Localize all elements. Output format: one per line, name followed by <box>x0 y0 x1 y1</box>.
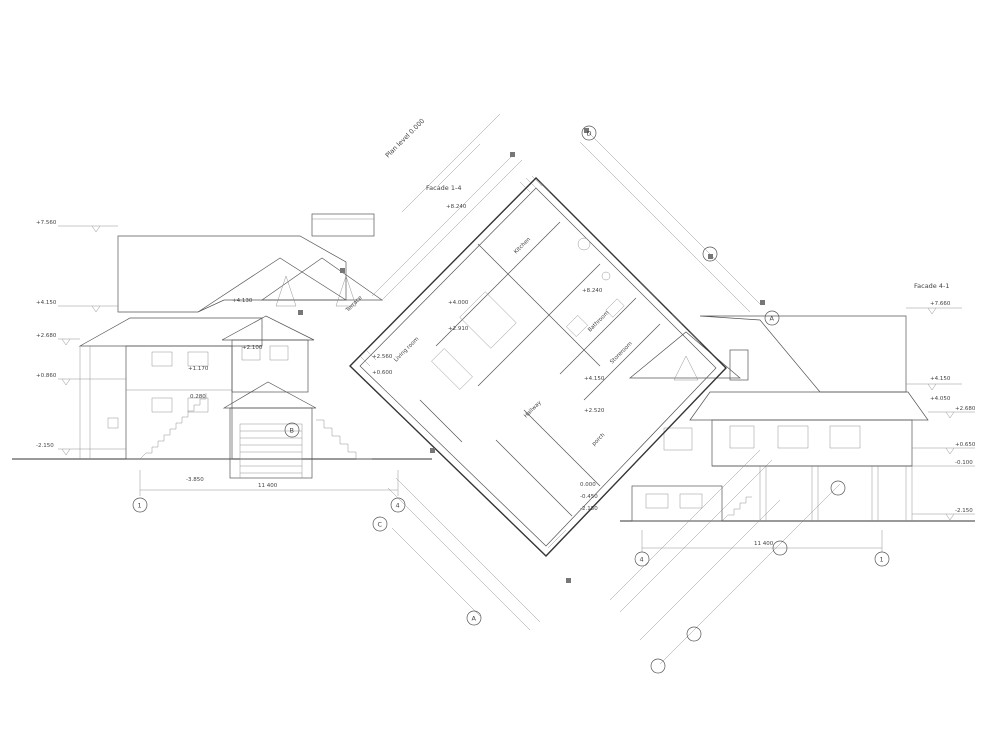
left-mid-gable <box>221 315 315 341</box>
plan-tick-marks <box>298 128 765 583</box>
left-window-2 <box>187 351 209 367</box>
plan-level-l4: +0.600 <box>372 370 393 376</box>
level-m3850: -3.850 <box>186 477 204 483</box>
level-4130: +4.130 <box>232 298 253 304</box>
level-m2150: -2.150 <box>36 443 54 449</box>
axis-bubble-left-1 <box>132 497 148 513</box>
facade-left-title: Facade 1-4 <box>426 184 462 192</box>
plan-dimensions <box>371 113 841 665</box>
level-r-4050: +4.050 <box>930 396 951 402</box>
axis-label-right-1: 1 <box>880 556 884 564</box>
level-r-m2150: -2.150 <box>955 508 973 514</box>
left-window-1 <box>151 351 173 367</box>
level-0860: +0.860 <box>36 373 57 379</box>
axis-label-right-4: 4 <box>640 556 644 564</box>
level-4150: +4.150 <box>36 300 57 306</box>
floor-plan: D A A C B Plan level 0.000 Facade 1-4 Ki… <box>284 113 846 674</box>
right-porch-roof <box>689 391 929 421</box>
level-r-7660: +7.660 <box>930 301 951 307</box>
right-window-1 <box>729 425 755 449</box>
left-wall-body <box>125 345 233 460</box>
right-wall-body <box>711 419 913 467</box>
room-bathroom: Bathroom <box>587 310 610 333</box>
plan-inner-wall <box>359 187 717 547</box>
axis-label-left-4: 4 <box>396 502 400 510</box>
plan-title: Plan level 0.000 <box>384 117 426 159</box>
level-r-2680: +2.680 <box>955 406 976 412</box>
plan-axis-label-c: C <box>378 521 383 529</box>
plan-axis-bubble-b <box>284 422 300 438</box>
plan-level-r2: +4.150 <box>584 376 605 382</box>
plan-level-l2: +2.910 <box>448 326 469 332</box>
plan-axis-label-d: D <box>587 130 592 138</box>
left-garage-door <box>239 423 303 479</box>
level-0280: 0.280 <box>190 394 206 400</box>
level-r-0650: +0.650 <box>955 442 976 448</box>
plan-hatching <box>359 175 701 549</box>
left-level-markers: +7.560 +4.150 +2.680 +0.860 -2.150 +4.13… <box>36 220 263 483</box>
room-living: Living room <box>393 336 420 363</box>
axis-bubble-right-1 <box>874 551 890 567</box>
left-porch-roof <box>78 317 263 347</box>
level-7560: +7.560 <box>36 220 57 226</box>
plan-outer-wall <box>349 177 727 557</box>
level-2100: +2.100 <box>242 345 263 351</box>
room-porch: porch <box>591 432 607 448</box>
right-level-markers: +7.660 +4.150 +4.050 +2.680 +0.650 -0.10… <box>906 301 976 521</box>
plan-axis-label-a-bottom: A <box>472 615 477 623</box>
plan-level-b1: 0.000 <box>580 482 596 488</box>
level-r-m0100: -0.100 <box>955 460 973 466</box>
plan-level-l1: +4.000 <box>448 300 469 306</box>
room-terrace: Terrace <box>344 295 364 315</box>
left-vent <box>107 417 119 429</box>
room-hallway: Hallway <box>523 399 543 419</box>
plan-axis-bubble-d <box>581 125 597 141</box>
room-storeroom: Storeroom <box>609 341 634 366</box>
left-stair <box>139 393 207 460</box>
right-total-dim: 11 400 <box>754 541 774 547</box>
plan-level-r3: +2.520 <box>584 408 605 414</box>
sofa <box>431 348 473 390</box>
plan-level-b2: -0.450 <box>580 494 598 500</box>
left-total-dim: 11 400 <box>258 483 278 489</box>
plan-axis-bubble-c <box>372 516 388 532</box>
level-2680: +2.680 <box>36 333 57 339</box>
plan-level-b3: -2.150 <box>580 506 598 512</box>
left-facade: +7.560 +4.150 +2.680 +0.860 -2.150 +4.13… <box>12 213 432 513</box>
plan-axis-bubble-a-bottom <box>466 610 482 626</box>
axis-label-left-1: 1 <box>138 502 142 510</box>
left-garage-gable <box>222 381 317 409</box>
dining-table <box>459 291 517 349</box>
axis-bubble-right-4 <box>634 551 650 567</box>
plan-level-top: +8.240 <box>446 204 467 210</box>
right-window-4 <box>663 427 693 451</box>
right-main-roof <box>699 315 907 393</box>
facade-right-title: Facade 4-1 <box>914 282 950 290</box>
right-window-3 <box>829 425 861 449</box>
left-window-4 <box>187 397 209 413</box>
left-garage <box>229 407 313 479</box>
plan-level-l3: +2.560 <box>372 354 393 360</box>
right-window-2 <box>777 425 809 449</box>
level-1170: +1.170 <box>188 366 209 372</box>
right-facade: Facade 4-1 +7.660 +4.150 +4.050 +2.680 +… <box>620 282 976 567</box>
plan-axis-bubble-a-top <box>764 310 780 326</box>
left-chimney <box>311 213 375 237</box>
plan-axis-label-b: B <box>290 427 294 435</box>
sink <box>577 237 591 251</box>
left-upper-gable <box>260 257 384 301</box>
level-r-4150: +4.150 <box>930 376 951 382</box>
plan-axis-label-a-top: A <box>770 315 775 323</box>
left-window-3 <box>151 397 173 413</box>
plan-level-r1: +8.240 <box>582 288 603 294</box>
